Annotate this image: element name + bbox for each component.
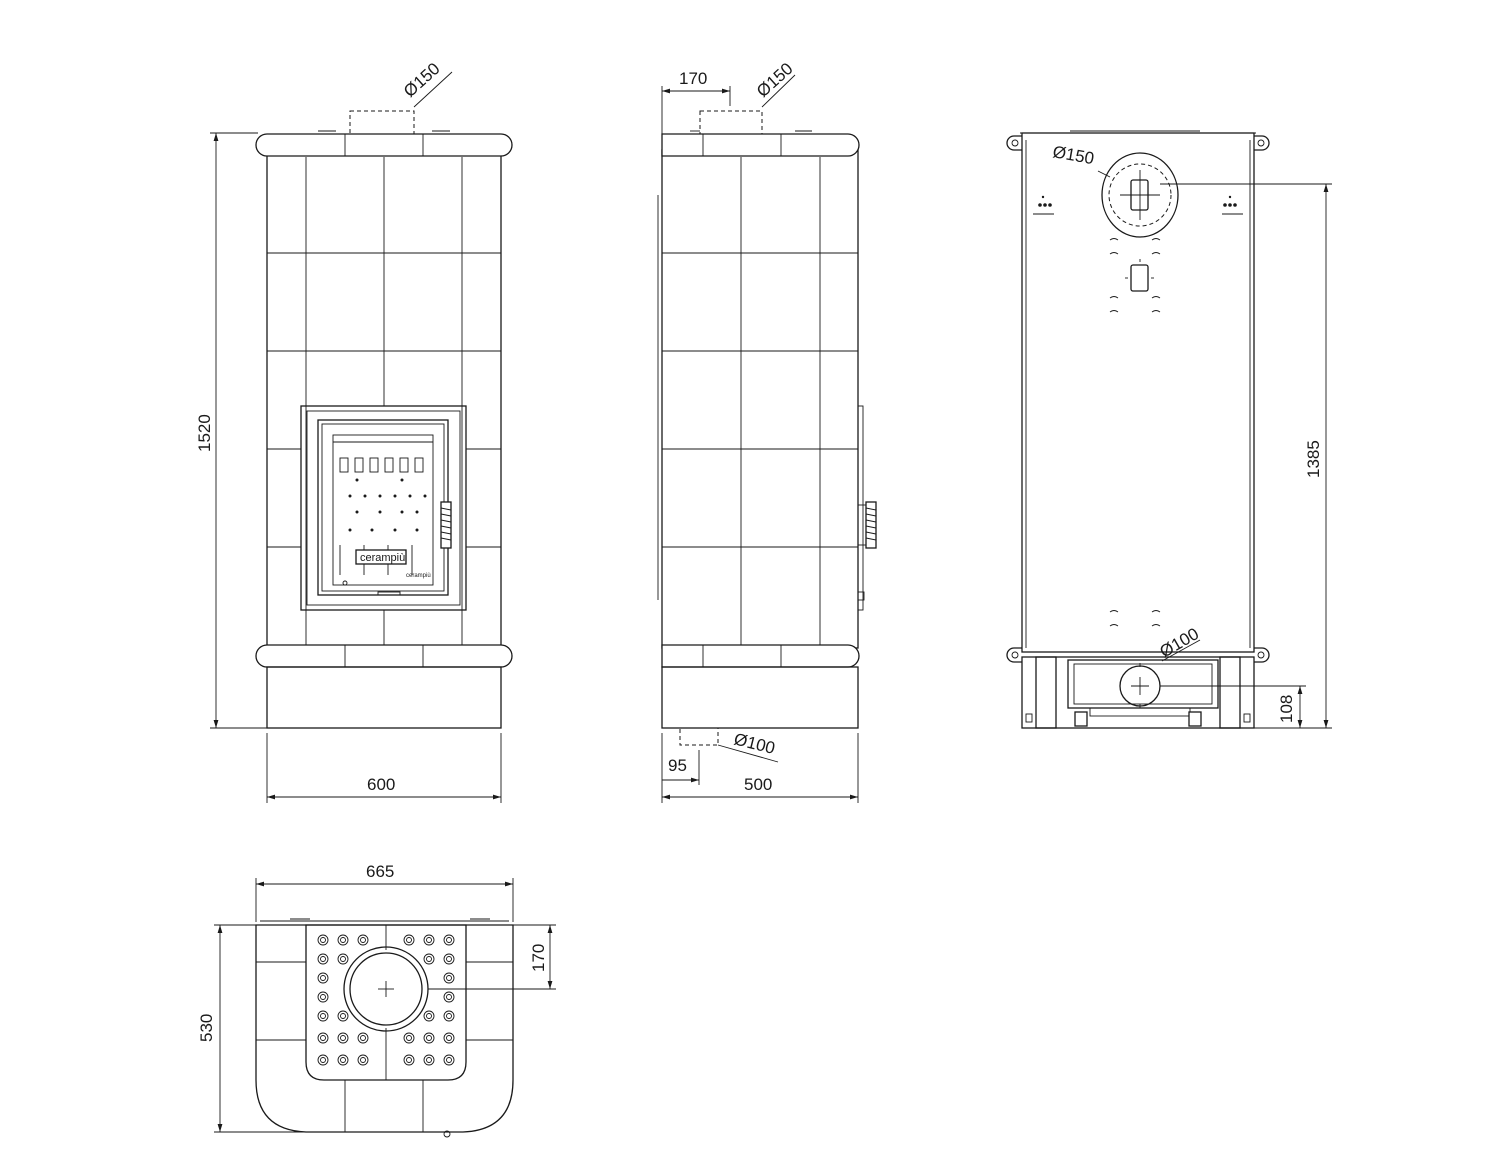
side-flue-offset-label: 170 — [679, 69, 707, 88]
rear-top-right-lug — [1254, 135, 1270, 151]
top-view: 665 — [197, 862, 556, 1138]
front-firebox-door: cerampiù cerampiù — [300, 405, 467, 611]
rear-secondary-port — [1130, 264, 1149, 292]
front-brand-label: cerampiù — [360, 552, 405, 564]
rear-flue-diameter-label: Ø150 — [1051, 142, 1095, 168]
top-flue-offset-label: 170 — [529, 944, 548, 972]
front-flue-pipe — [349, 110, 415, 136]
side-top-cap — [661, 133, 860, 157]
rear-base — [1021, 656, 1255, 729]
rear-flue-outlet — [1101, 152, 1179, 238]
rear-panel — [1021, 132, 1255, 653]
top-width-label: 665 — [366, 862, 394, 881]
rear-air-inlet-diameter-label: Ø100 — [1157, 624, 1203, 661]
rear-air-inlet-housing — [1067, 659, 1219, 709]
front-top-cap — [255, 133, 513, 157]
rear-left-foot — [1074, 711, 1088, 727]
front-view: Ø150 — [195, 59, 513, 803]
top-outline — [255, 924, 514, 1133]
top-depth-label: 530 — [197, 1014, 216, 1042]
front-width-label: 600 — [367, 775, 395, 794]
front-brand-label-small: cerampiù — [406, 573, 431, 579]
rear-bottom-left-lug — [1006, 647, 1022, 663]
front-brand-plate — [355, 549, 407, 565]
front-door-handle — [440, 501, 452, 549]
top-vent-holes — [317, 934, 455, 1066]
rear-air-inlet-height-label: 108 — [1277, 695, 1296, 723]
rear-flue-height-label: 1385 — [1304, 440, 1323, 478]
side-depth-label: 500 — [744, 775, 772, 794]
side-air-inlet — [679, 727, 719, 746]
side-base — [661, 666, 859, 729]
side-flue-pipe — [699, 110, 763, 136]
side-tile-body — [661, 149, 859, 649]
side-air-inlet-diameter-label: Ø100 — [732, 729, 777, 757]
side-air-inlet-offset-label: 95 — [668, 756, 687, 775]
rear-right-foot — [1188, 711, 1202, 727]
top-perforated-plate — [305, 924, 467, 1081]
side-door-handle — [865, 501, 877, 549]
side-bottom-cap — [661, 644, 860, 668]
front-flue-diameter-label: Ø150 — [400, 59, 444, 101]
front-height-label: 1520 — [195, 414, 214, 452]
top-flue-ring-inner — [349, 952, 423, 1026]
front-bottom-cap — [255, 644, 513, 668]
rear-top-left-lug — [1006, 135, 1022, 151]
rear-bottom-right-lug — [1254, 647, 1270, 663]
side-view: Ø150 170 — [657, 59, 877, 803]
front-base — [266, 666, 502, 729]
rear-view: Ø150 — [1006, 130, 1332, 729]
